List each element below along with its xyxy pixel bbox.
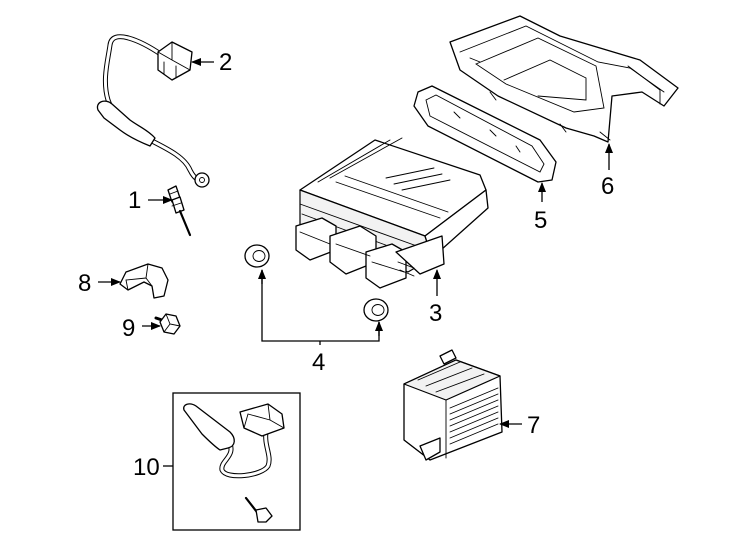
callout-5: 5 [534, 207, 547, 234]
callout-1: 1 [128, 187, 141, 214]
part-9-bolt[interactable] [154, 313, 181, 335]
part-8-bracket[interactable] [119, 263, 169, 299]
part-4-grommet-upper[interactable] [244, 244, 270, 268]
leader-4-bracket [261, 270, 380, 342]
callout-9: 9 [122, 315, 135, 342]
part-7-module[interactable] [403, 349, 503, 461]
part-2-wiring-harness[interactable] [96, 34, 210, 188]
callout-7: 7 [527, 412, 540, 439]
part-5-gasket[interactable] [413, 85, 557, 183]
part-10-kit-box [172, 392, 301, 531]
part-3-control-module[interactable] [295, 137, 489, 289]
callout-3: 3 [429, 300, 442, 327]
callout-4: 4 [312, 349, 325, 376]
part-6-mounting-tray[interactable] [449, 15, 679, 143]
part-10-sensor-kit[interactable] [183, 403, 285, 523]
callout-10: 10 [133, 454, 160, 481]
part-1-sensor[interactable] [167, 185, 192, 237]
callout-8: 8 [78, 270, 91, 297]
callout-6: 6 [601, 173, 614, 200]
callout-2: 2 [219, 49, 232, 76]
part-4-grommet-lower[interactable] [363, 298, 389, 322]
